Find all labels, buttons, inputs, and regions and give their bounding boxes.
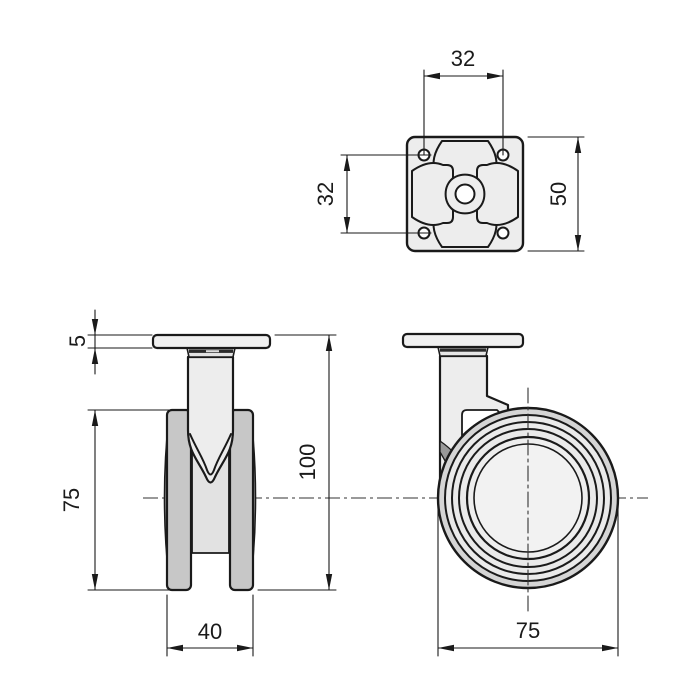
arrowhead xyxy=(91,574,99,590)
arrowhead xyxy=(343,155,351,171)
arrowhead xyxy=(325,574,333,590)
arrowhead xyxy=(424,72,440,80)
screw-hole xyxy=(496,226,510,240)
front-view: 5 75 100 40 xyxy=(59,309,337,657)
arrowhead xyxy=(91,410,99,426)
pocket-west xyxy=(411,162,454,226)
arrowhead xyxy=(574,235,582,251)
wheel-right xyxy=(228,408,255,592)
front-plate xyxy=(151,333,272,350)
front-view-extension-lines xyxy=(87,334,337,657)
fork-inner-line xyxy=(189,433,232,476)
arrowhead xyxy=(438,644,454,652)
wheel-left xyxy=(165,408,193,592)
front-view-arrowheads xyxy=(91,319,333,652)
arrowhead xyxy=(487,72,503,80)
top-view: 32 32 50 xyxy=(313,46,585,253)
side-view-arrowheads xyxy=(438,644,618,652)
dim-label-hole-spacing-horizontal: 32 xyxy=(451,46,475,71)
side-view: 75 xyxy=(401,332,620,657)
top-view-arrowheads xyxy=(343,72,582,251)
arrowhead xyxy=(237,644,253,652)
arrowhead xyxy=(574,137,582,153)
top-view-pockets xyxy=(411,140,519,248)
dim-label-plate-size: 50 xyxy=(546,182,571,206)
arrowhead xyxy=(602,644,618,652)
arrowhead xyxy=(343,217,351,233)
arrowhead xyxy=(167,644,183,652)
side-collar-band xyxy=(440,348,486,352)
arrowhead xyxy=(91,348,99,364)
arrowhead xyxy=(325,335,333,351)
center-hole xyxy=(454,183,476,205)
dim-label-overall-height: 100 xyxy=(295,444,320,481)
side-view-extension-lines xyxy=(437,501,619,657)
dim-label-wheel-diameter-side: 75 xyxy=(516,618,540,643)
arrowhead xyxy=(91,319,99,335)
pocket-east xyxy=(476,162,519,226)
top-view-extension-lines xyxy=(340,69,585,252)
side-plate xyxy=(401,332,525,349)
dim-label-wheel-diameter-front: 75 xyxy=(59,488,84,512)
dim-label-hole-spacing-vertical: 32 xyxy=(313,182,338,206)
collar-slot xyxy=(206,350,219,353)
dim-label-overall-width: 40 xyxy=(198,619,222,644)
dim-label-plate-thickness: 5 xyxy=(65,335,90,347)
